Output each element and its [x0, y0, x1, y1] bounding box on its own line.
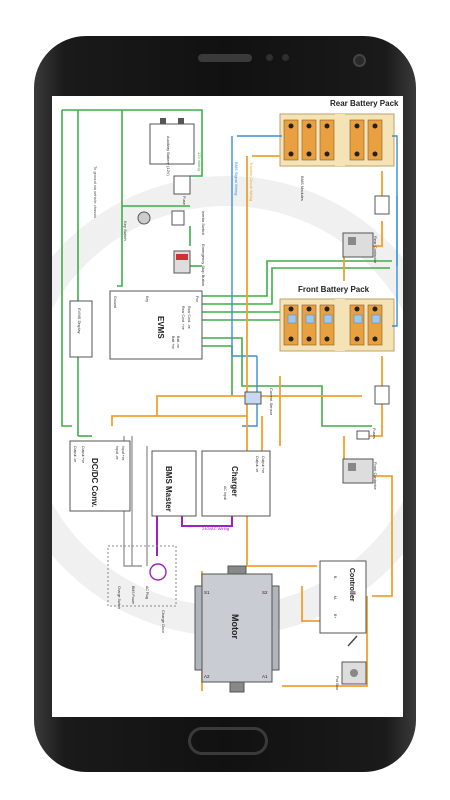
evms-unit: [109, 290, 203, 360]
controller-title: Controller: [348, 568, 355, 602]
evms-display: [69, 300, 93, 358]
emergency-stop-label: Emergency Stop Button: [201, 244, 206, 286]
key-switch-label: Key Switch: [123, 221, 128, 241]
charger-title: Charger: [230, 466, 239, 497]
evms-pin-rear-neg: Rear Cont. -ve: [187, 306, 191, 329]
motor-pin-a1: A1: [262, 674, 268, 679]
screen: Rear Battery Pack BMS Modules Front Batt…: [52, 96, 403, 717]
pot-box-label: Pot Box: [335, 676, 340, 690]
charger-output-neg: Output -ve: [255, 456, 259, 472]
light-sensor: [282, 54, 289, 61]
inertia-switch-icon: [171, 210, 185, 226]
motor-pin-a2: A2: [204, 674, 210, 679]
motor-title: Motor: [230, 614, 240, 639]
ac-wiring-label: 240VAC Wiring: [202, 526, 229, 531]
rear-fuse: [374, 195, 390, 215]
aux-battery-label: Auxiliary Battery (12V): [166, 136, 171, 176]
front-camera-icon: [353, 54, 366, 67]
front-pack-title: Front Battery Pack: [298, 285, 370, 294]
hv-wiring-label: 12V wiring: [197, 152, 202, 171]
front-fuse: [374, 385, 390, 405]
evms-pin-pwr: Pwr: [195, 296, 199, 303]
evms-pin-key: Key: [145, 296, 149, 302]
fuse-box: [173, 175, 191, 195]
dcdc-input-neg: Input -ve: [115, 446, 119, 460]
pot-box: [341, 635, 367, 685]
evms-pin-rear-pos: Rear Cont. +ve: [181, 306, 185, 330]
ac-plug-label: AC Plug: [145, 586, 149, 599]
dcdc-input-pos: Input +ve: [121, 446, 125, 461]
bms-master-title: BMS Master: [164, 466, 173, 512]
charger-output-pos: Output +ve: [261, 456, 265, 473]
rear-contactor-label: Rear Contactor: [373, 236, 378, 264]
dcdc-output-pos: Output +ve: [81, 446, 85, 463]
ground-note: To ground via vehicle chassis: [93, 166, 98, 218]
evms-pin-batt-pos: Batt +ve: [171, 336, 175, 349]
proximity-sensor: [266, 54, 273, 61]
blue-bms-wiring: [231, 135, 398, 427]
evms-display-label: EVMS Display: [77, 308, 82, 334]
controller-pin-bneg: B-: [333, 576, 337, 580]
motor-pin-s1: S1: [204, 590, 210, 595]
emergency-stop-button: [176, 254, 188, 260]
controller-pin-bpos: B+: [333, 614, 337, 618]
current-sensor: [244, 391, 262, 405]
bms-master: [151, 450, 197, 517]
evms-pin-batt-neg: Batt -ve: [176, 336, 180, 348]
rear-pack-title: Rear Battery Pack: [330, 99, 399, 108]
motor-pin-s2: S2: [262, 590, 268, 595]
charge-door-label: Charge Door: [161, 610, 166, 634]
charge-switch-label: Charge Switch: [117, 586, 121, 609]
inertia-switch-label: Inertia Switch: [201, 211, 206, 235]
front-contactor-label: Front Contactor: [373, 462, 378, 490]
charger-ac-input: AC Input: [223, 486, 227, 500]
key-switch-icon: [137, 211, 151, 225]
bms-signal-label: BMS Signal Wiring: [234, 162, 239, 195]
precharge-resistor: [356, 430, 370, 440]
current-sensor-label: Current Sensor: [269, 388, 274, 416]
rear-battery-pack: [279, 113, 395, 167]
fuses-label: Fuses: [372, 428, 377, 439]
green-12v-wiring: [61, 109, 392, 437]
front-battery-pack: [279, 298, 395, 352]
dcdc-converter: [69, 440, 131, 512]
front-contactor: [342, 458, 374, 484]
traction-wiring-label: Traction Circuit Wiring: [249, 162, 254, 201]
fuse-label: Fuse: [182, 196, 187, 206]
evms-pin-ground: Ground: [113, 296, 117, 308]
bms-power-label: BMS Power: [131, 586, 135, 605]
evms-title: EVMS: [156, 316, 165, 339]
home-button[interactable]: [188, 727, 268, 755]
bms-modules-label: BMS Modules: [300, 176, 305, 201]
dcdc-output-neg: Output -ve: [73, 446, 77, 462]
aux-battery: [149, 118, 195, 165]
speaker-grille: [198, 54, 252, 62]
wiring-diagram: Rear Battery Pack BMS Modules Front Batt…: [52, 99, 403, 693]
motor: [194, 565, 280, 693]
controller-pin-mneg: M-: [333, 596, 337, 601]
charge-door: [107, 545, 177, 607]
rear-contactor: [342, 232, 374, 258]
controller: [319, 560, 367, 634]
charger: [201, 450, 271, 517]
dcdc-title: DC/DC Conv.: [90, 458, 99, 507]
